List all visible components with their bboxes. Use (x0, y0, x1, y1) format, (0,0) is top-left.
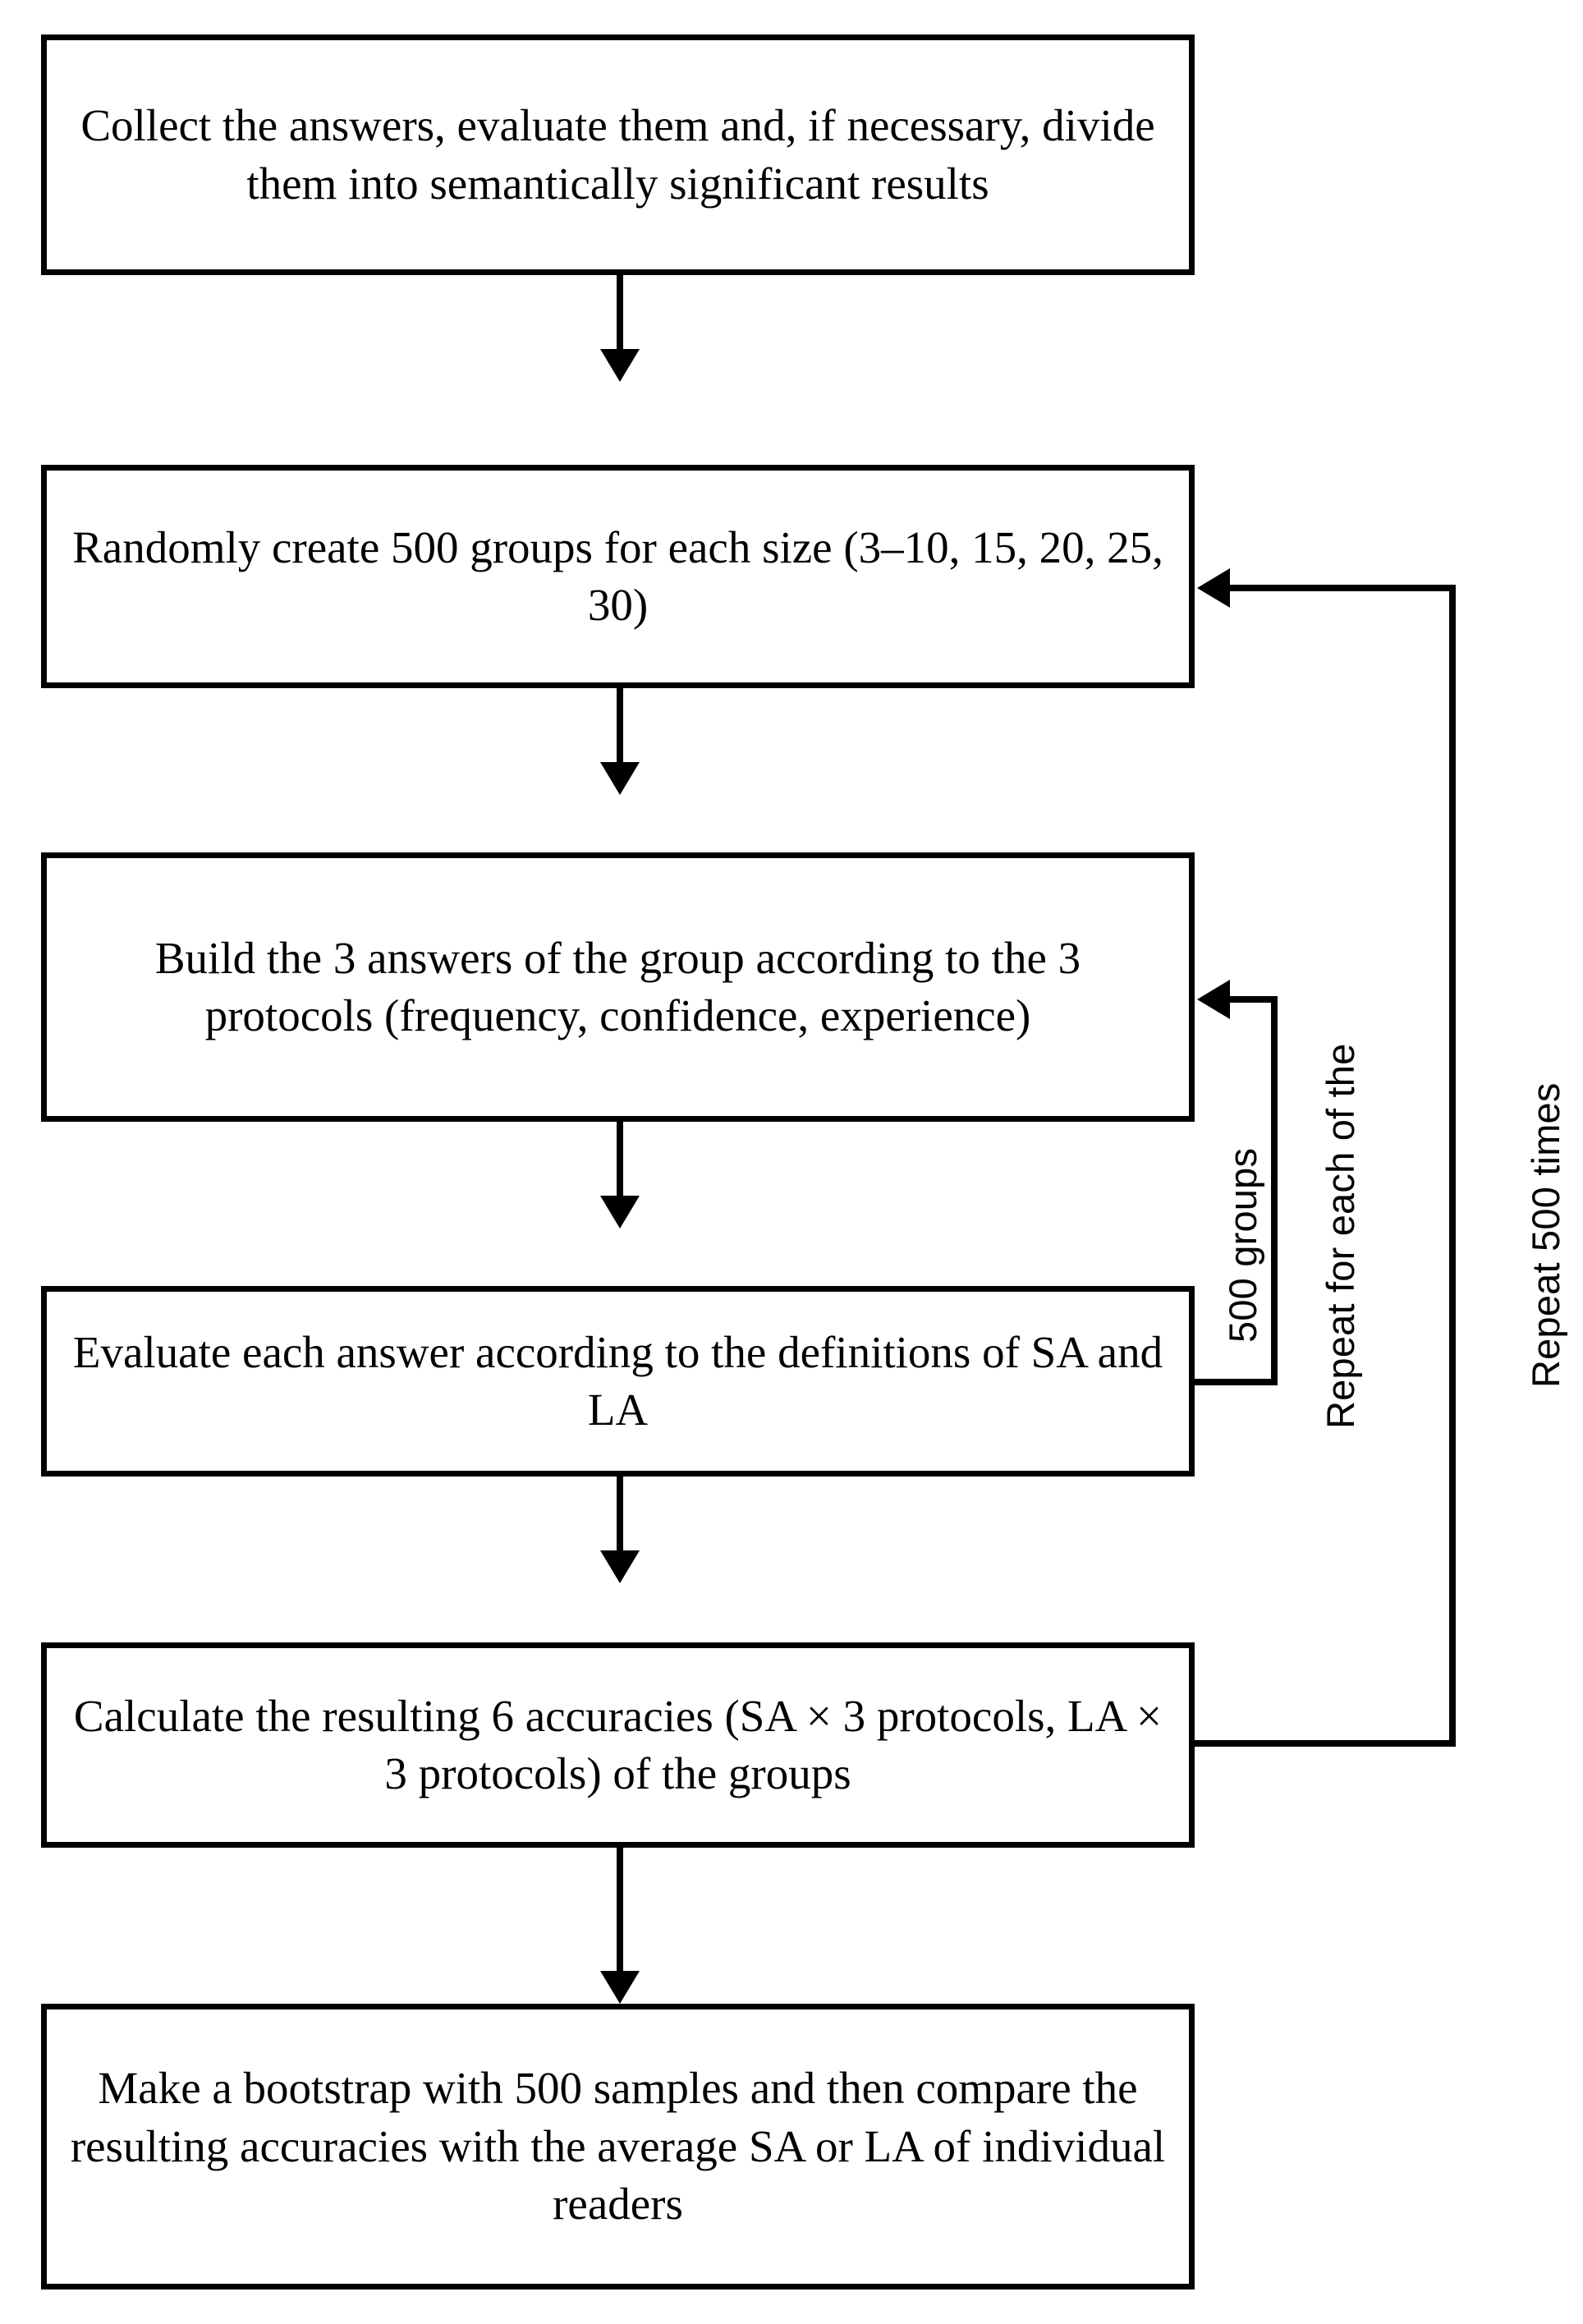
inner-loop-groups-label: 500 groups (1221, 1147, 1264, 1343)
arrowhead-create-to-build (600, 762, 640, 795)
flow-node-bootstrap: Make a bootstrap with 500 samples and th… (41, 2004, 1195, 2290)
inner-loop-right-segment (1271, 996, 1278, 1385)
connector-evaluate-to-calculate (617, 1477, 623, 1557)
arrowhead-build-to-evaluate (600, 1196, 640, 1229)
outer-loop-repeat-label: Repeat 500 times (1524, 1082, 1567, 1388)
arrowhead-outer-loop-to-create (1197, 568, 1230, 608)
flow-node-build-answers: Build the 3 answers of the group accordi… (41, 852, 1195, 1122)
flow-node-evaluate-answers: Evaluate each answer according to the de… (41, 1286, 1195, 1477)
connector-collect-to-create (617, 275, 623, 356)
inner-loop-top-segment (1230, 996, 1278, 1003)
arrowhead-collect-to-create (600, 349, 640, 382)
flow-node-create-groups: Randomly create 500 groups for each size… (41, 465, 1195, 688)
connector-create-to-build (617, 688, 623, 769)
flow-node-calculate-accuracies: Calculate the resulting 6 accuracies (SA… (41, 1642, 1195, 1848)
arrowhead-calculate-to-bootstrap (600, 1971, 640, 2004)
connector-build-to-evaluate (617, 1122, 623, 1202)
outer-loop-top-segment (1230, 585, 1456, 591)
flow-node-calculate-accuracies-label: Calculate the resulting 6 accuracies (SA… (73, 1690, 1163, 1798)
flow-node-evaluate-answers-label: Evaluate each answer according to the de… (72, 1326, 1163, 1435)
arrowhead-evaluate-to-calculate (600, 1550, 640, 1583)
inner-loop-bottom-segment (1195, 1379, 1278, 1385)
connector-calculate-to-bootstrap (617, 1848, 623, 1977)
flow-node-build-answers-label: Build the 3 answers of the group accordi… (154, 932, 1081, 1040)
outer-loop-bottom-segment (1195, 1740, 1456, 1747)
arrowhead-inner-loop-to-build (1197, 980, 1230, 1019)
flow-node-bootstrap-label: Make a bootstrap with 500 samples and th… (70, 2063, 1166, 2230)
outer-loop-right-segment (1449, 585, 1456, 1747)
flow-node-collect-label: Collect the answers, evaluate them and, … (80, 100, 1155, 209)
inner-loop-repeat-label: Repeat for each of the (1319, 1043, 1362, 1430)
flow-node-collect: Collect the answers, evaluate them and, … (41, 34, 1195, 275)
flow-node-create-groups-label: Randomly create 500 groups for each size… (72, 521, 1163, 630)
